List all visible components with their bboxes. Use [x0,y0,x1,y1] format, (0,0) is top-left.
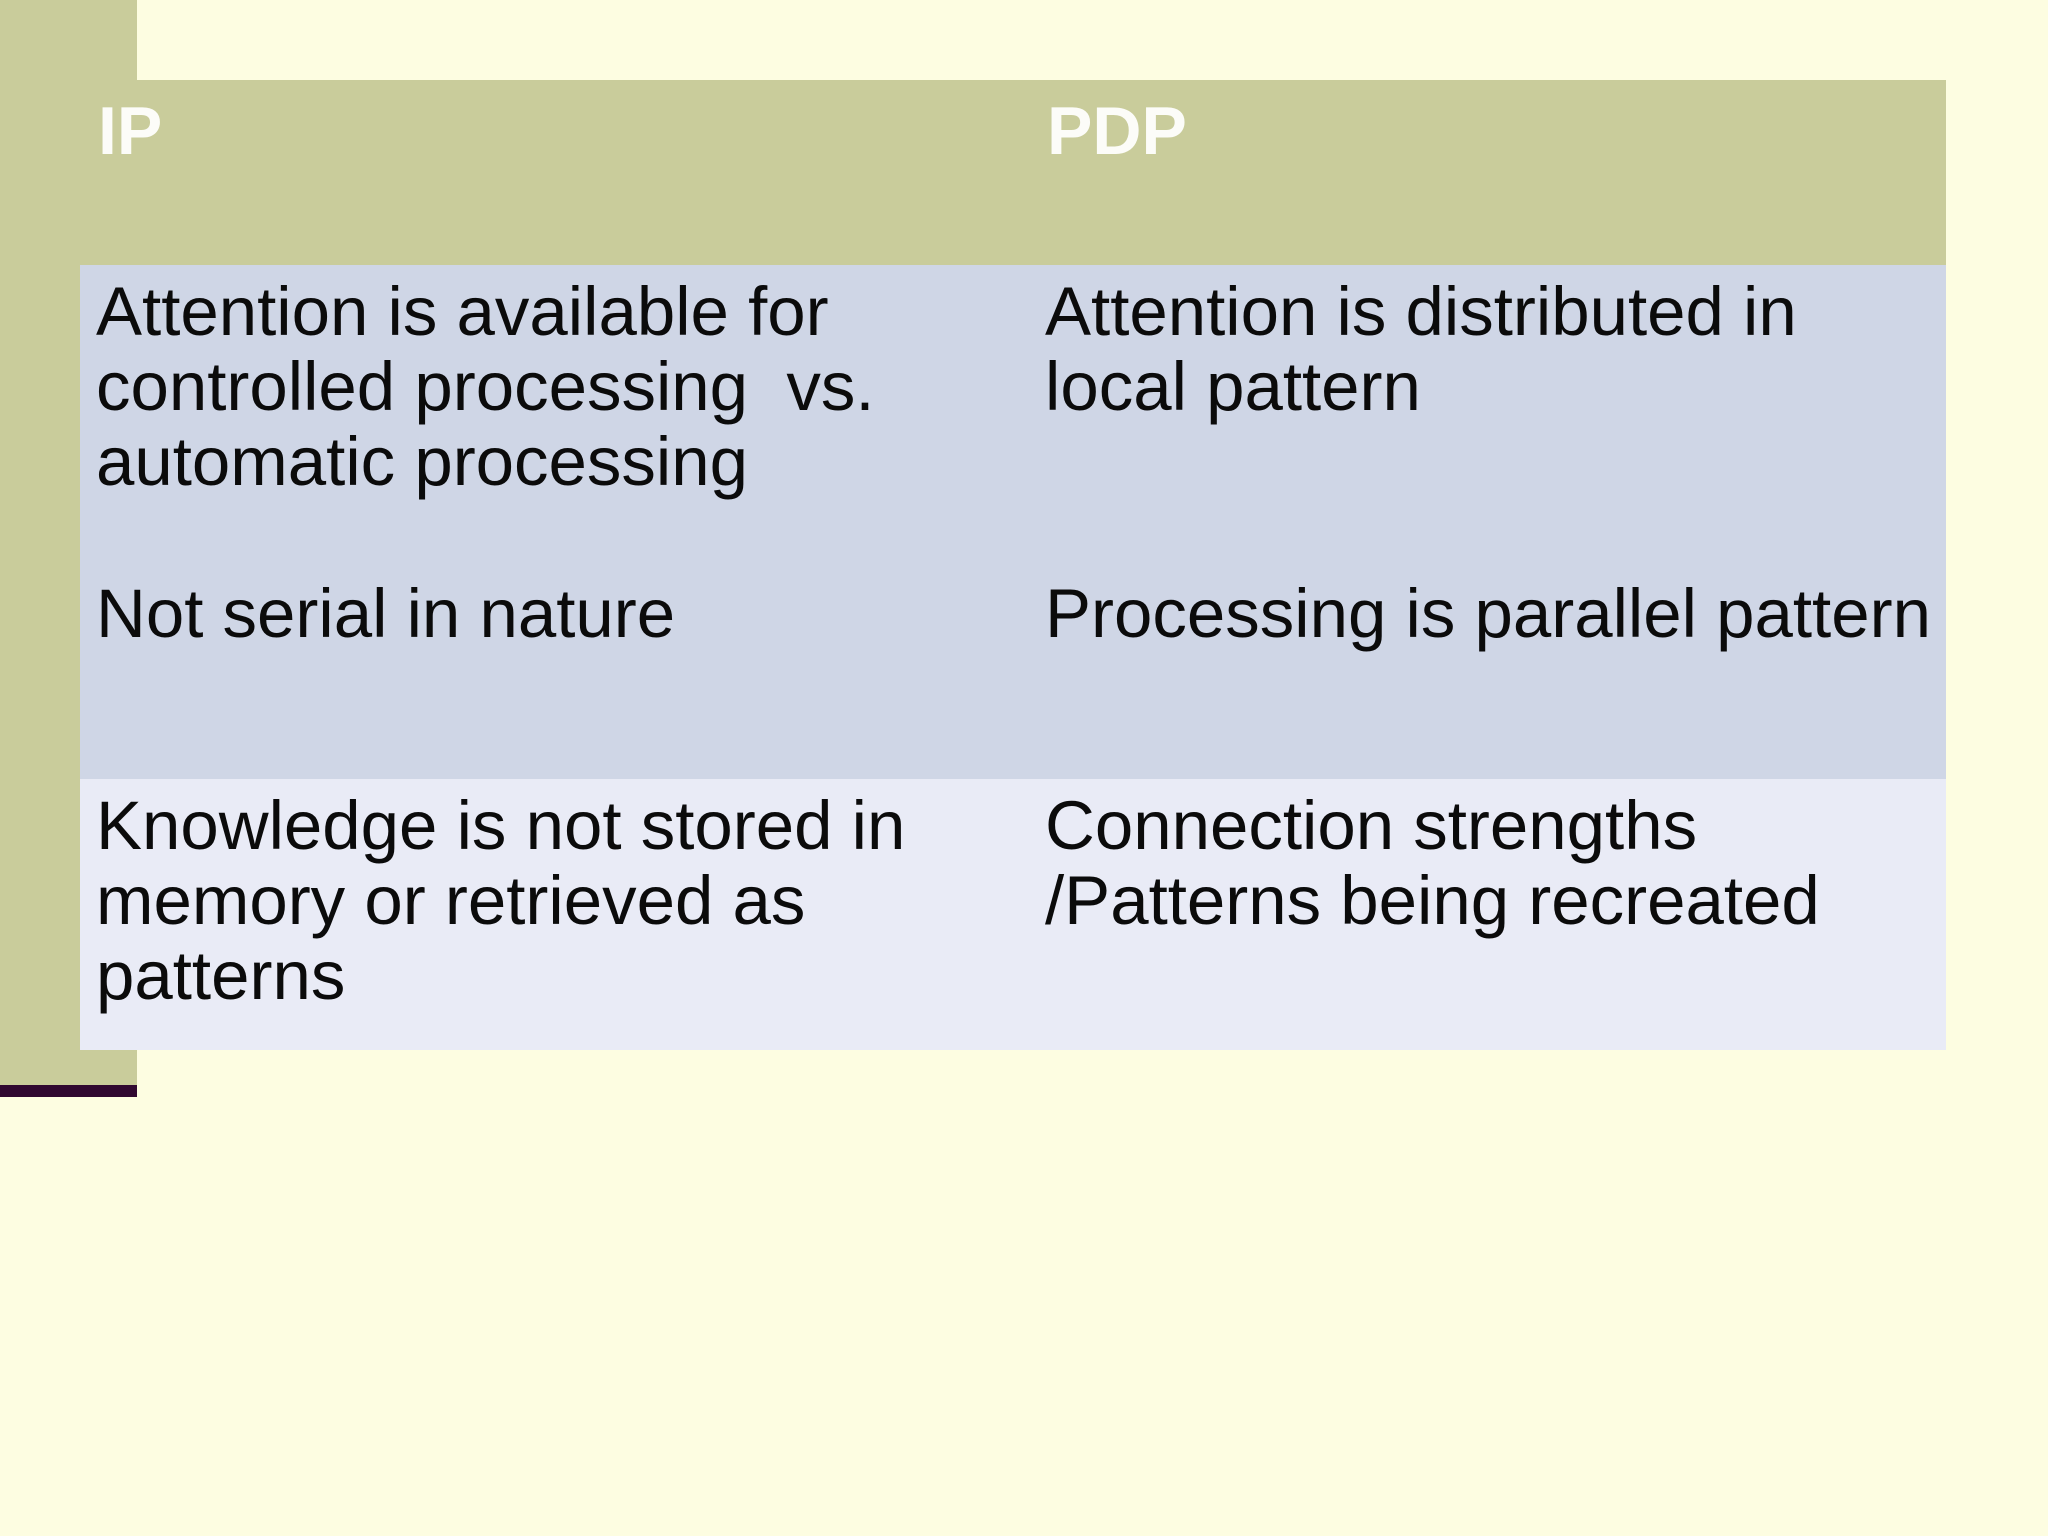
header-cell-pdp: PDP [1029,80,1946,265]
accent-underline [0,1085,137,1097]
row2-cell-pdp: Processing is parallel pattern [1029,567,1946,779]
header-cell-ip: IP [80,80,1029,265]
row1-cell-pdp: Attention is distributed in local patter… [1029,265,1946,567]
row3-cell-ip: Knowledge is not stored in memory or ret… [80,779,1029,1050]
row1-cell-ip: Attention is available for controlled pr… [80,265,1029,567]
comparison-table: IP PDP Attention is available for contro… [80,80,1946,1050]
row3-cell-pdp: Connection strengths /Patterns being rec… [1029,779,1946,1050]
row2-cell-ip: Not serial in nature [80,567,1029,779]
